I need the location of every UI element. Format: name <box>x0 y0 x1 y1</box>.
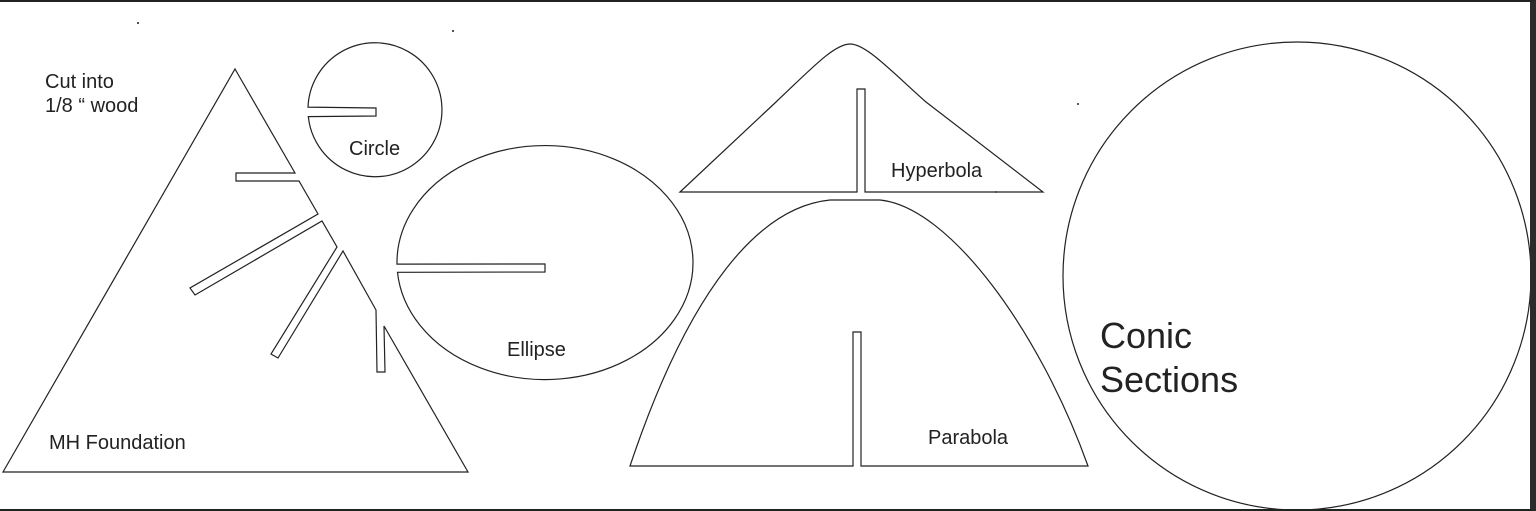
speck-mark <box>137 22 139 24</box>
hyperbola-label: Hyperbola <box>891 160 983 182</box>
title-label: Conic Sections <box>1100 315 1239 400</box>
speck-mark <box>995 191 997 193</box>
parabola-label: Parabola <box>928 427 1009 449</box>
circle-label: Circle <box>349 138 401 160</box>
ellipse-piece <box>396 144 694 381</box>
ellipse-label: Ellipse <box>507 339 566 361</box>
parabola-piece <box>629 199 1089 467</box>
foundation-label: MH Foundation <box>49 432 186 454</box>
hyperbola-piece <box>678 43 1045 193</box>
circle-piece <box>307 42 443 178</box>
base-circle-piece <box>1062 41 1530 509</box>
speck-mark <box>452 30 454 32</box>
foundation-triangle <box>1 67 470 473</box>
instructions-label: Cut into 1/8 “ wood <box>45 71 139 117</box>
speck-mark <box>1077 103 1079 105</box>
